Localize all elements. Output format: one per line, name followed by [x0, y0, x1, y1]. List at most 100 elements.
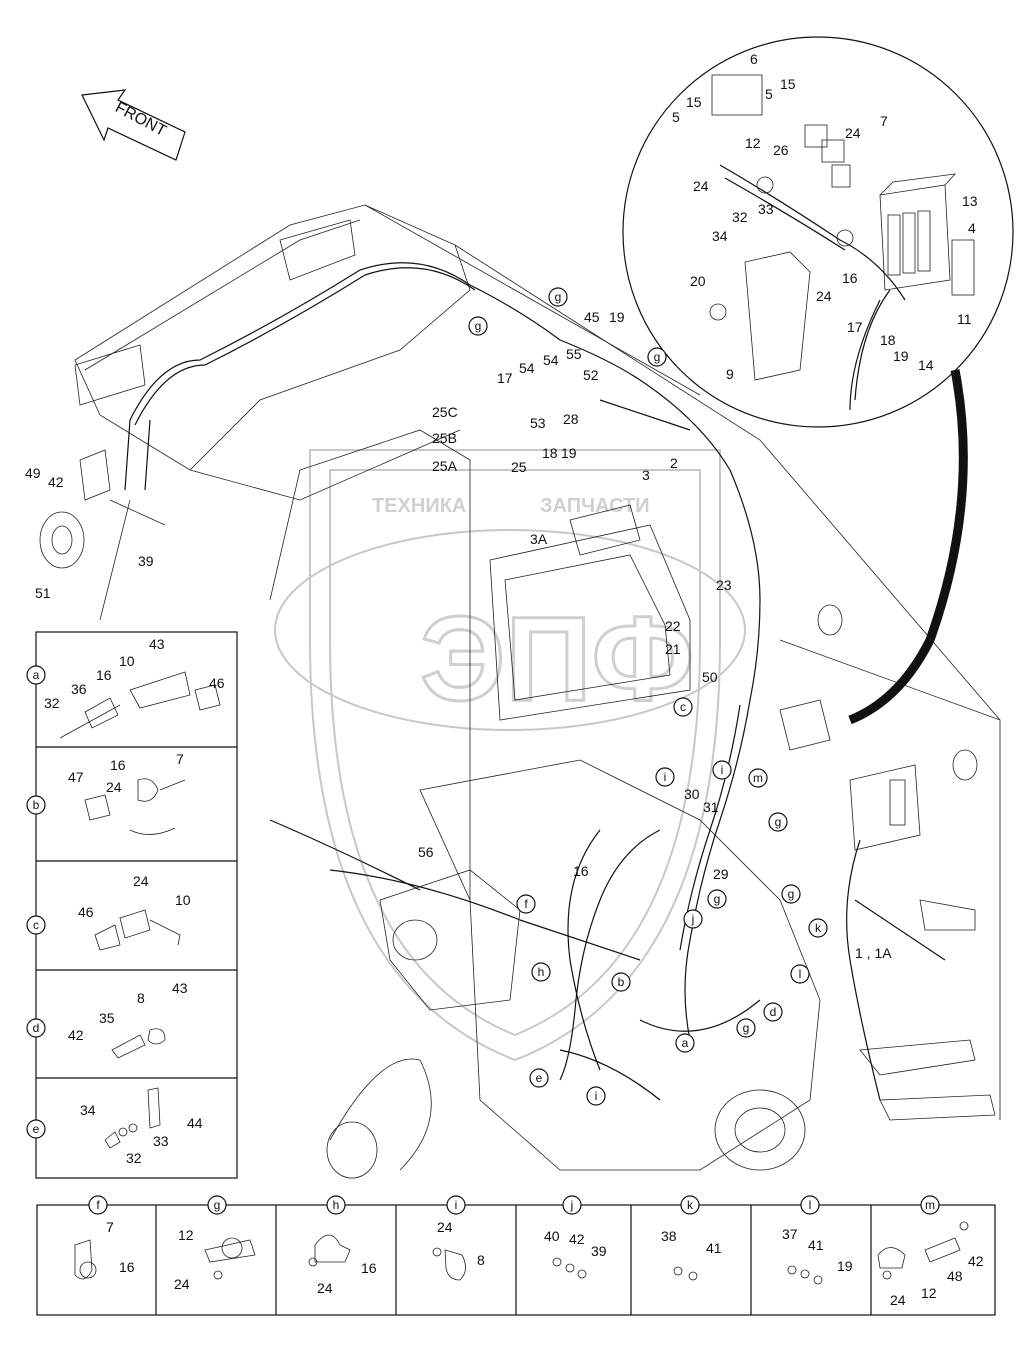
detail-b-47: 47	[68, 769, 84, 785]
detail-a-46: 46	[209, 675, 225, 691]
detail-c-10: 10	[175, 892, 191, 908]
callout-15: 15	[686, 94, 702, 110]
callout-54: 54	[543, 352, 559, 368]
svg-text:j: j	[691, 912, 695, 926]
detail-e-33: 33	[153, 1133, 169, 1149]
svg-text:g: g	[714, 892, 721, 906]
marker-g: g	[736, 1018, 756, 1038]
detail-j: j 40 42 39	[544, 1195, 607, 1279]
svg-text:c: c	[680, 700, 686, 714]
callout-52: 52	[583, 367, 599, 383]
svg-text:i: i	[595, 1089, 598, 1103]
detail-e-44: 44	[187, 1115, 203, 1131]
callout-28: 28	[563, 411, 579, 427]
machine-frame	[39, 204, 1001, 1179]
callout-18: 18	[880, 332, 896, 348]
marker-e: e	[529, 1068, 549, 1088]
detail-f-16: 16	[119, 1259, 135, 1275]
detail-a-16: 16	[96, 667, 112, 683]
marker-a: a	[675, 1033, 695, 1053]
callout-49: 49	[25, 465, 41, 481]
callout-50: 50	[702, 669, 718, 685]
letter-markers: g g g c i m i g g g j f k h b l d g a e …	[468, 287, 828, 1106]
detail-a: a 43 16 10 36 46 32	[26, 636, 225, 739]
svg-text:g: g	[775, 815, 782, 829]
wire-harness	[99, 262, 946, 1101]
detail-e-34: 34	[80, 1102, 96, 1118]
callout-22: 22	[665, 618, 681, 634]
detail-c-46: 46	[78, 904, 94, 920]
callout-6: 6	[750, 51, 758, 67]
svg-text:a: a	[682, 1036, 689, 1050]
detail-a-10: 10	[119, 653, 135, 669]
callout-54: 54	[519, 360, 535, 376]
callout-42: 42	[48, 474, 64, 490]
watermark-logo: ЭПФ	[420, 592, 694, 726]
detail-panel-left: a 43 16 10 36 46 32 b 16 7 47 24 c 24 10…	[26, 631, 238, 1179]
marker-g: g	[548, 287, 568, 307]
marker-k: k	[808, 918, 828, 938]
svg-text:f: f	[524, 897, 528, 911]
detail-j-39: 39	[591, 1243, 607, 1259]
detail-k-38: 38	[661, 1228, 677, 1244]
detail-l-41: 41	[808, 1237, 824, 1253]
detail-i-24: 24	[437, 1219, 453, 1235]
callout-19: 19	[561, 445, 577, 461]
svg-text:g: g	[654, 350, 661, 364]
svg-text:b: b	[618, 975, 625, 989]
detail-m-48: 48	[947, 1268, 963, 1284]
detail-e: e 34 33 44 32	[26, 1087, 203, 1166]
callout-20: 20	[690, 273, 706, 289]
watermark-text-1: ТЕХНИКА	[372, 495, 466, 517]
svg-text:a: a	[33, 668, 40, 682]
callout-45: 45	[584, 309, 600, 325]
svg-text:g: g	[214, 1198, 221, 1212]
callout-7: 7	[880, 113, 888, 129]
callout-18: 18	[542, 445, 558, 461]
callout-14: 14	[918, 357, 934, 373]
callout-15: 15	[780, 76, 796, 92]
svg-text:g: g	[475, 319, 482, 333]
detail-j-42: 42	[569, 1231, 585, 1247]
svg-text:g: g	[743, 1021, 750, 1035]
watermark: ТЕХНИКА ЗАПЧАСТИ ЭПФ	[274, 449, 746, 1062]
detail-b-7: 7	[176, 751, 184, 767]
callout-25B: 25B	[432, 430, 457, 446]
marker-m: m	[748, 768, 768, 788]
callout-30: 30	[684, 786, 700, 802]
detail-j-40: 40	[544, 1228, 560, 1244]
detail-c-24: 24	[133, 873, 149, 889]
svg-text:b: b	[33, 798, 40, 812]
callout-1-1A: 1 , 1A	[855, 945, 892, 961]
callout-19: 19	[609, 309, 625, 325]
callouts: 6 5 15 15 5 7 24 12 26 24 33 13 4 32 34 …	[25, 51, 978, 961]
svg-text:g: g	[788, 887, 795, 901]
detail-f-7: 7	[106, 1219, 114, 1235]
svg-text:f: f	[96, 1198, 100, 1212]
callout-5: 5	[672, 109, 680, 125]
marker-h: h	[531, 962, 551, 982]
marker-g: g	[468, 316, 488, 336]
svg-text:l: l	[809, 1198, 812, 1212]
svg-text:m: m	[753, 771, 763, 785]
detail-k-41: 41	[706, 1240, 722, 1256]
detail-k: k 38 41	[661, 1195, 722, 1281]
front-arrow: FRONT	[81, 89, 186, 161]
detail-a-36: 36	[71, 681, 87, 697]
detail-c: c 24 10 46	[26, 873, 191, 951]
svg-text:k: k	[815, 921, 822, 935]
callout-4: 4	[968, 220, 976, 236]
callout-19: 19	[893, 348, 909, 364]
detail-h-24: 24	[317, 1280, 333, 1296]
detail-d-35: 35	[99, 1010, 115, 1026]
callout-2: 2	[670, 455, 678, 471]
detail-f: f 7 16	[74, 1195, 135, 1280]
marker-c: c	[673, 697, 693, 717]
marker-i: i	[655, 767, 675, 787]
callout-21: 21	[665, 641, 681, 657]
callout-24: 24	[816, 288, 832, 304]
detail-g-12: 12	[178, 1227, 194, 1243]
detail-d-43: 43	[172, 980, 188, 996]
callout-24: 24	[845, 125, 861, 141]
svg-text:c: c	[33, 918, 39, 932]
